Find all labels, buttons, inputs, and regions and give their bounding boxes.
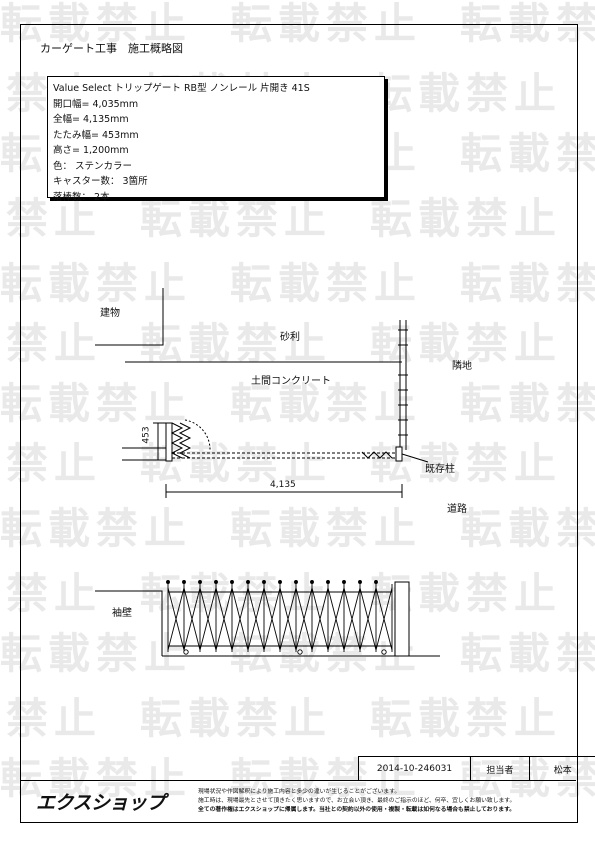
footer: 2014-10-246031 担当者 松本 エクスショップ 現場状況や作図解釈に…: [20, 756, 595, 822]
lattice-cap: [358, 580, 362, 584]
footer-note-1: 現場状況や作図解釈により施工内容と多少の違いが生じることがございます。: [198, 789, 401, 795]
caster-wheel: [381, 649, 387, 655]
page-title: カーゲート工事 施工概略図: [40, 42, 183, 55]
lattice-bar: [375, 587, 393, 651]
lattice-cap: [246, 580, 250, 584]
elevation-gate-lattice: [166, 580, 393, 655]
label-wing-wall: 袖壁: [112, 608, 132, 619]
lattice-bar: [359, 587, 377, 651]
label-gravel: 砂利: [280, 332, 300, 343]
lattice-cap: [374, 580, 378, 584]
lattice-bar: [215, 587, 233, 651]
doc-number: 2014-10-246031: [359, 757, 472, 781]
label-existing-pillar: 既存柱: [425, 464, 455, 475]
lattice-cap: [294, 580, 298, 584]
lattice-bar: [167, 587, 185, 651]
spec-color: 色： ステンカラー: [53, 160, 133, 172]
building-outline: [95, 288, 164, 346]
company-logo: エクスショップ: [36, 792, 165, 814]
footer-notes: 現場状況や作図解釈により施工内容と多少の違いが生じることがございます。 施工時は…: [198, 788, 515, 815]
plan-latch-zigzag: [361, 451, 393, 459]
label-concrete: 土間コンクリート: [251, 376, 331, 387]
drawing-frame: [20, 24, 578, 823]
lattice-bar: [231, 587, 249, 651]
lattice-bar: [327, 587, 345, 651]
lattice-cap: [230, 580, 234, 584]
plan-folded-zigzag-b: [178, 422, 192, 459]
footer-note-2: 施工時は、現場最先とさせて頂きたく思いますので、お立会い頂き、最終のご指示のほど…: [198, 798, 516, 804]
spec-opening-width: 開口幅= 4,035mm: [53, 98, 139, 110]
lattice-bar: [279, 587, 297, 651]
label-building: 建物: [100, 308, 120, 319]
dim-453-text: 453: [141, 426, 152, 444]
lattice-cap: [198, 580, 202, 584]
lattice-bar: [263, 587, 281, 651]
plan-swing-arc: [184, 419, 211, 451]
spec-height: 高さ= 1,200mm: [53, 145, 129, 156]
plan-existing-pillar: [395, 446, 403, 462]
lattice-bar: [343, 587, 361, 651]
footer-note-3: 全ての著作権はエクスショップに帰属します。当社との契約以外の使用・複製・転載は如…: [198, 807, 516, 813]
spec-casters: キャスター数： 3箇所: [53, 176, 148, 187]
spec-folded-width: たたみ幅= 453mm: [53, 129, 139, 141]
lattice-cap: [326, 580, 330, 584]
plan-post: [165, 422, 173, 462]
lattice-cap: [262, 580, 266, 584]
fence-ticks: [398, 329, 408, 436]
caster-wheel: [183, 649, 189, 655]
leader-existing-pillar: [401, 453, 429, 463]
brand-bar: エクスショップ 現場状況や作図解釈により施工内容と多少の違いが生じることがござい…: [20, 780, 576, 822]
label-road: 道路: [447, 504, 467, 515]
caster-wheel: [297, 649, 303, 655]
lattice-bar: [311, 587, 329, 651]
lattice-cap: [166, 580, 170, 584]
person-label: 担当者: [471, 757, 530, 781]
person-name: 松本: [530, 757, 595, 781]
elevation-wing-wall: [95, 590, 163, 656]
label-neighbor: 隣地: [452, 361, 472, 372]
lattice-cap: [278, 580, 282, 584]
plan-folded-zigzag-a: [170, 422, 184, 459]
dim-4135-text: 4,135: [270, 480, 296, 490]
spec-product: Value Select トリップゲート RB型 ノンレール 片開き 41S: [53, 83, 310, 94]
lattice-bar: [247, 587, 265, 651]
elevation-pillar: [394, 581, 410, 657]
lattice-cap: [310, 580, 314, 584]
lattice-cap: [182, 580, 186, 584]
spec-drop-bars: 落棒数： 2本: [53, 191, 110, 203]
lattice-bar: [295, 587, 313, 651]
lattice-cap: [342, 580, 346, 584]
lattice-bar: [199, 587, 217, 651]
lattice-bar: [183, 587, 201, 651]
spec-box: Value Select トリップゲート RB型 ノンレール 片開き 41S 開…: [47, 76, 385, 203]
lattice-cap: [214, 580, 218, 584]
spec-total-width: 全幅= 4,135mm: [53, 114, 129, 125]
title-block: 2014-10-246031 担当者 松本: [358, 756, 595, 781]
